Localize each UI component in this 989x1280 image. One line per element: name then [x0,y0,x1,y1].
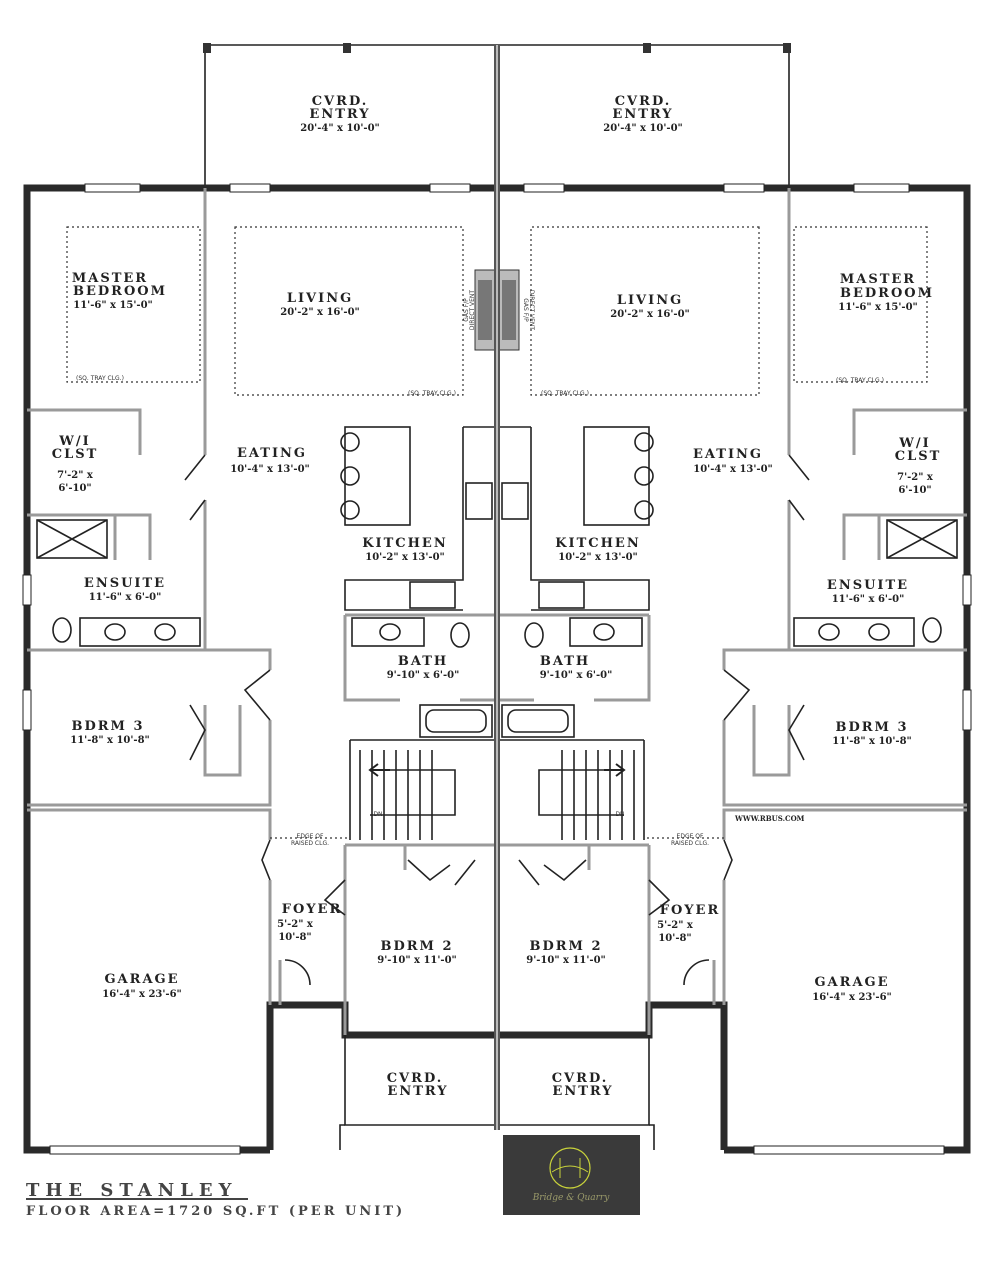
eating-name: EATING [237,446,307,461]
foyer-dims: 5'-2" x [277,919,314,930]
ceiling-note2: RAISED CLG. [291,840,329,847]
stairs-down-label: DN [373,811,382,818]
logo-text: Bridge & Quarry [532,1193,611,1203]
cvrd-entry-top-dims: 20'-4" x 10'-0" [300,123,380,134]
bdrm2-name: BDRM 2 [529,939,602,954]
wi-closet-name: W/I [58,434,90,449]
living-name: LIVING [287,291,353,306]
master-bedroom-name2: BEDROOM [840,286,934,301]
ceiling-note: EDGE OF [297,833,324,840]
kitchen-dims: 10'-2" x 13'-0" [365,552,445,563]
wi-closet-name: W/I [898,436,930,451]
ensuite-dims: 11'-6" x 6'-0" [89,592,162,603]
floor-area: FLOOR AREA=1720 SQ.FT (PER UNIT) [26,1204,405,1219]
garage-name: GARAGE [814,975,889,990]
unit-right-labels: CVRD. ENTRY 20'-4" x 10'-0" MASTER BEDRO… [522,94,942,1099]
fireplace-label2: DIRECT VENT [528,290,535,330]
eating-dims: 10'-4" x 13'-0" [230,464,310,475]
fireplace-label: GAS F/P [522,298,529,322]
foyer-name: FOYER [282,902,343,917]
tray-ceiling-note: (SQ. TRAY CLG.) [541,390,589,397]
bdrm2-dims: 9'-10" x 11'-0" [377,955,457,966]
ensuite-dims: 11'-6" x 6'-0" [832,594,905,605]
wi-closet-dims2: 6'-10" [58,483,91,494]
tray-ceiling-note: (SQ. TRAY CLG.) [76,375,124,382]
wi-closet-dims2: 6'-10" [898,485,931,496]
cvrd-entry-bottom-name2: ENTRY [387,1084,448,1099]
bath-dims: 9'-10" x 6'-0" [387,670,460,681]
kitchen-dims: 10'-2" x 13'-0" [558,552,638,563]
eating-dims: 10'-4" x 13'-0" [693,464,773,475]
foyer-dims2: 10'-8" [278,932,311,943]
cvrd-entry-top-dims: 20'-4" x 10'-0" [603,123,683,134]
wi-closet-name2: CLST [52,447,99,462]
stairs-down-label: DN [615,811,624,818]
wi-closet-name2: CLST [895,449,942,464]
master-bedroom-name: MASTER [72,271,148,286]
master-bedroom-name2: BEDROOM [73,284,167,299]
master-bedroom-dims: 11'-6" x 15'-0" [838,302,918,313]
living-dims: 20'-2" x 16'-0" [280,307,360,318]
garage-name: GARAGE [104,972,179,987]
wi-closet-dims: 7'-2" x [57,470,94,481]
unit-left-labels: CVRD. ENTRY 20'-4" x 10'-0" MASTER BEDRO… [52,94,476,1099]
ensuite-name: ENSUITE [84,576,166,591]
living-name: LIVING [617,293,683,308]
plan-title: THE STANLEY [26,1180,237,1201]
bdrm2-name: BDRM 2 [380,939,453,954]
garage-dims: 16'-4" x 23'-6" [102,989,182,1000]
fireplace-label2: DIRECT VENT [469,290,476,330]
master-bedroom-dims: 11'-6" x 15'-0" [73,300,153,311]
bdrm3-name: BDRM 3 [835,720,908,735]
cvrd-entry-bottom-name2: ENTRY [552,1084,613,1099]
ceiling-note: EDGE OF [677,833,704,840]
bdrm3-dims: 11'-8" x 10'-8" [832,736,912,747]
cvrd-entry-top-name2: ENTRY [612,107,673,122]
cvrd-entry-top-name: CVRD. [312,94,369,109]
foyer-dims: 5'-2" x [657,920,694,931]
eating-name: EATING [693,447,763,462]
bath-dims: 9'-10" x 6'-0" [540,670,613,681]
ceiling-note2: RAISED CLG. [671,840,709,847]
cvrd-entry-top-name: CVRD. [615,94,672,109]
bdrm3-name: BDRM 3 [71,719,144,734]
tray-ceiling-note: (SQ. TRAY CLG.) [836,377,884,384]
kitchen-name: KITCHEN [555,536,640,551]
tray-ceiling-note: (SQ. TRAY CLG.) [408,390,456,397]
cvrd-entry-bottom-name: CVRD. [387,1071,444,1086]
foyer-dims2: 10'-8" [658,933,691,944]
bath-name: BATH [540,654,590,669]
wi-closet-dims: 7'-2" x [897,472,934,483]
master-bedroom-name: MASTER [840,272,916,287]
garage-dims: 16'-4" x 23'-6" [812,992,892,1003]
fireplace-label: GAS F/P [463,298,470,322]
website-text: WWW.RBUS.COM [734,814,805,823]
bath-name: BATH [398,654,448,669]
cvrd-entry-bottom-name: CVRD. [552,1071,609,1086]
cvrd-entry-top-name2: ENTRY [309,107,370,122]
bdrm2-dims: 9'-10" x 11'-0" [526,955,606,966]
bdrm3-dims: 11'-8" x 10'-8" [70,735,150,746]
foyer-name: FOYER [660,903,721,918]
kitchen-name: KITCHEN [362,536,447,551]
living-dims: 20'-2" x 16'-0" [610,309,690,320]
ensuite-name: ENSUITE [827,578,909,593]
bridge-quarry-logo: Bridge & Quarry [503,1135,640,1215]
